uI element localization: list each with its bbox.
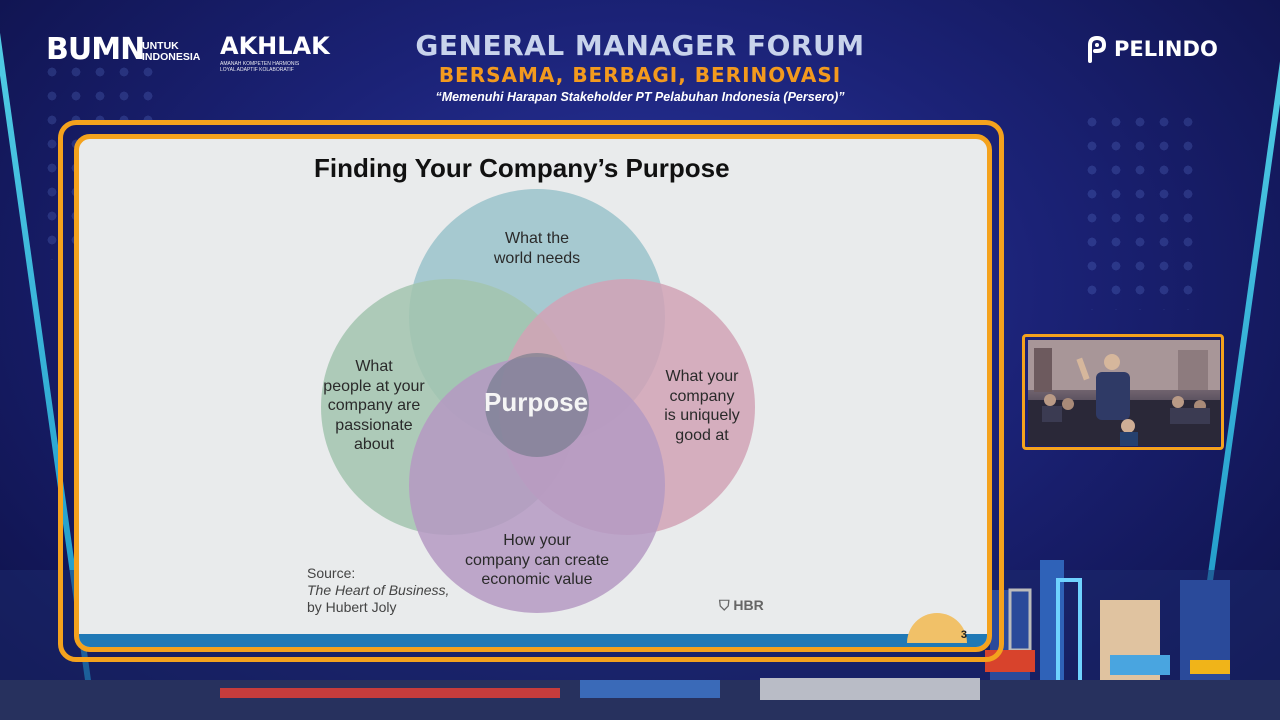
slide-bottom-band — [79, 634, 987, 647]
venn-circle-bottom — [409, 357, 665, 613]
venn-label-left-line: passionate — [335, 416, 413, 434]
akhlak-logo: AKHLAK — [220, 32, 330, 60]
venn-label-right-line: company — [669, 387, 735, 405]
bumn-sub-line-2: INDONESIA — [142, 51, 201, 63]
venn-label-left-line: company are — [327, 397, 421, 414]
source-book: The Heart of Business, — [307, 582, 450, 598]
venn-label-left-line: people at your — [323, 377, 425, 395]
pelindo-wordmark: PELINDO — [1114, 37, 1218, 61]
batik-pattern-right — [1080, 110, 1200, 310]
venn-center-overlap — [485, 353, 589, 457]
hbr-logo: ⛉ HBR — [719, 597, 764, 614]
speaker-video-frame — [1022, 334, 1224, 450]
venn-label-bottom-line: company can create — [464, 551, 610, 569]
venn-label-right-line: is uniquely — [664, 407, 740, 424]
bumn-sub-line-1: UNTUK — [142, 40, 179, 52]
speaker-video-image — [1028, 340, 1220, 446]
venn-label-right-line: good at — [675, 426, 729, 444]
venn-label-top-line: What the — [504, 230, 570, 247]
bumn-logo-subtitle: UNTUK INDONESIA — [142, 41, 200, 63]
venn-label-right-line: What your — [665, 368, 739, 385]
event-tagline: “Memenuhi Harapan Stakeholder PT Pelabuh… — [435, 90, 845, 104]
event-title: GENERAL MANAGER FORUM — [415, 29, 865, 62]
pelindo-mark-icon — [1088, 35, 1107, 63]
venn-label-top: What the world needs — [457, 229, 617, 268]
venn-label-bottom: How your company can create economic val… — [449, 531, 625, 590]
venn-label-bottom-line: economic value — [481, 571, 593, 588]
speaker-video-feed — [1028, 340, 1220, 446]
venn-label-left-line: What — [355, 358, 393, 375]
venn-center-label: Purpose — [484, 387, 589, 417]
venn-diagram — [321, 189, 755, 613]
akhlak-logo-subtitle: AMANAH KOMPETEN HARMONIS LOYAL ADAPTIF K… — [220, 61, 300, 73]
venn-label-right: What your company is uniquely good at — [627, 367, 777, 445]
pelindo-logo: PELINDO — [1086, 35, 1218, 63]
event-subtitle: BERSAMA, BERBAGI, BERINOVASI — [438, 63, 842, 87]
source-label: Source: — [307, 565, 356, 581]
source-author: by Hubert Joly — [307, 599, 397, 615]
slide-frame-outer — [58, 120, 1004, 662]
event-header: BUMN UNTUK INDONESIA AKHLAK AMANAH KOMPE… — [0, 0, 1280, 118]
presentation-slide: Finding Your Company’s Purpose What the … — [74, 134, 992, 652]
venn-label-top-line: world needs — [493, 249, 581, 267]
venn-label-left-line: about — [353, 436, 395, 453]
venn-label-bottom-line: How your — [503, 532, 571, 549]
bumn-logo: BUMN — [46, 32, 145, 67]
slide-page-number: 3 — [960, 629, 967, 641]
hbr-wordmark: HBR — [733, 597, 764, 613]
slide-title: Finding Your Company’s Purpose — [314, 153, 730, 183]
shield-icon: ⛉ — [719, 597, 730, 613]
slide-source: Source: The Heart of Business, by Hubert… — [307, 565, 449, 616]
venn-label-left: What people at your company are passiona… — [299, 357, 449, 455]
